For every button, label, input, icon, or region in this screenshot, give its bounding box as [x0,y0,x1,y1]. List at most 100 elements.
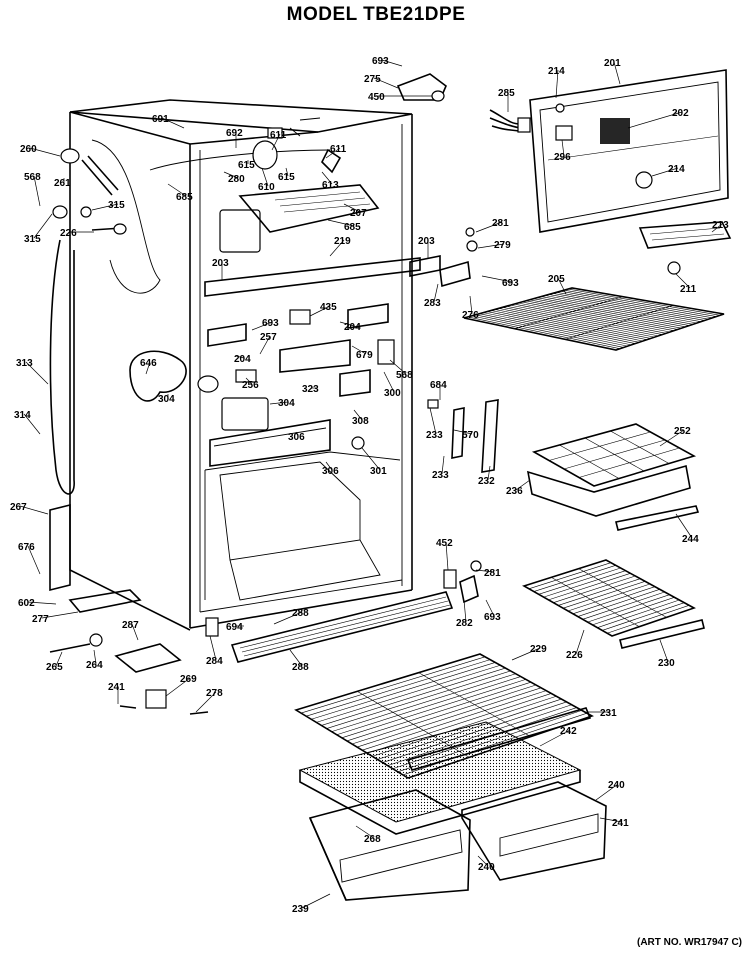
part-label: 269 [180,674,197,685]
leader-line [469,295,473,315]
part-label: 233 [426,430,443,441]
part-label: 239 [292,904,309,915]
leader-line [515,479,531,491]
leader-line [165,677,191,697]
part-label: 693 [262,318,279,329]
leader-line [485,599,495,617]
part-label: 611 [270,130,287,141]
leader-line [27,545,41,575]
part-label: 264 [86,660,103,671]
leader-line [93,649,97,665]
part-label: 646 [140,358,157,369]
part-label: 211 [680,284,697,295]
part-label: 230 [658,658,675,669]
leader-line [309,305,331,317]
hinge-bracket [205,617,219,637]
part-label: 275 [364,74,381,85]
part-label: 229 [530,644,547,655]
leader-line [627,111,683,129]
bushing-450 [431,90,445,102]
wire-shelf-205 [463,287,725,351]
part-label: 241 [612,818,629,829]
part-label: 691 [152,114,169,125]
part-label: 611 [330,144,347,155]
part-label: 568 [24,172,41,183]
leader-line [29,147,61,157]
leader-line [285,167,289,177]
bushing-281 [465,227,475,237]
part-label: 301 [370,466,387,477]
part-label: 279 [494,240,511,251]
part-label: 257 [260,332,277,343]
leader-line [223,171,239,179]
part-label: 226 [566,650,583,661]
part-label: 610 [258,182,275,193]
part-label: 233 [432,470,449,481]
leader-line [539,729,571,747]
leveling-parts [49,589,209,715]
part-label: 306 [288,432,305,443]
leader-line [325,147,341,159]
part-label: 323 [302,384,319,395]
leader-line [383,371,395,393]
leader-line [329,239,345,257]
shelf-track-233 [451,407,465,459]
leader-line [339,321,355,327]
part-label: 232 [478,476,495,487]
shelf-track-232 [481,399,499,473]
leader-line [651,167,679,177]
part-label: 260 [20,144,37,155]
leader-line [25,361,49,385]
rear-panel [49,503,71,592]
leader-line [675,273,691,289]
crisper-cover-242 [298,721,582,835]
part-label: 676 [18,542,35,553]
part-label: 231 [600,708,617,719]
part-label: 240 [608,780,625,791]
leader-line [659,429,685,447]
part-label: 203 [418,236,435,247]
part-label: 685 [344,222,361,233]
center-hinge [439,260,471,288]
part-label: 265 [46,662,63,673]
leader-line [477,243,505,249]
leader-line [475,221,503,233]
leader-line [613,61,621,85]
wire-shelf-226 [522,559,705,649]
part-label: 267 [10,502,27,513]
leader-line [389,359,407,375]
leader-line [373,77,399,89]
cam-211 [667,261,681,275]
part-label: 242 [560,726,577,737]
wire-harness-285 [489,109,521,132]
part-label: 214 [548,66,565,77]
leader-line [161,117,185,129]
part-label: 615 [238,160,255,171]
thermostat-capsule [129,350,187,402]
part-label: 201 [604,58,621,69]
part-label: 288 [292,608,309,619]
leader-line [145,361,151,375]
deli-drawer-assembly [526,423,700,531]
crisper-bin-left [308,789,471,901]
part-label: 684 [430,380,447,391]
leader-line [711,223,723,233]
leader-line [245,377,253,385]
leader-line [511,647,541,661]
leader-line [595,783,619,801]
leader-line [353,409,363,421]
bracket-282 [459,574,479,604]
part-label: 693 [484,612,501,623]
part-label: 278 [206,688,223,699]
part-label: 450 [368,92,385,103]
leader-line [327,219,355,227]
part-label: 452 [436,538,453,549]
part-label: 256 [242,380,259,391]
bracket-452 [443,569,457,589]
leader-line [555,69,559,99]
leader-line [557,277,567,295]
part-label: 252 [674,426,691,437]
leader-line [91,203,119,211]
leader-line [273,611,303,625]
part-label: 313 [16,358,33,369]
